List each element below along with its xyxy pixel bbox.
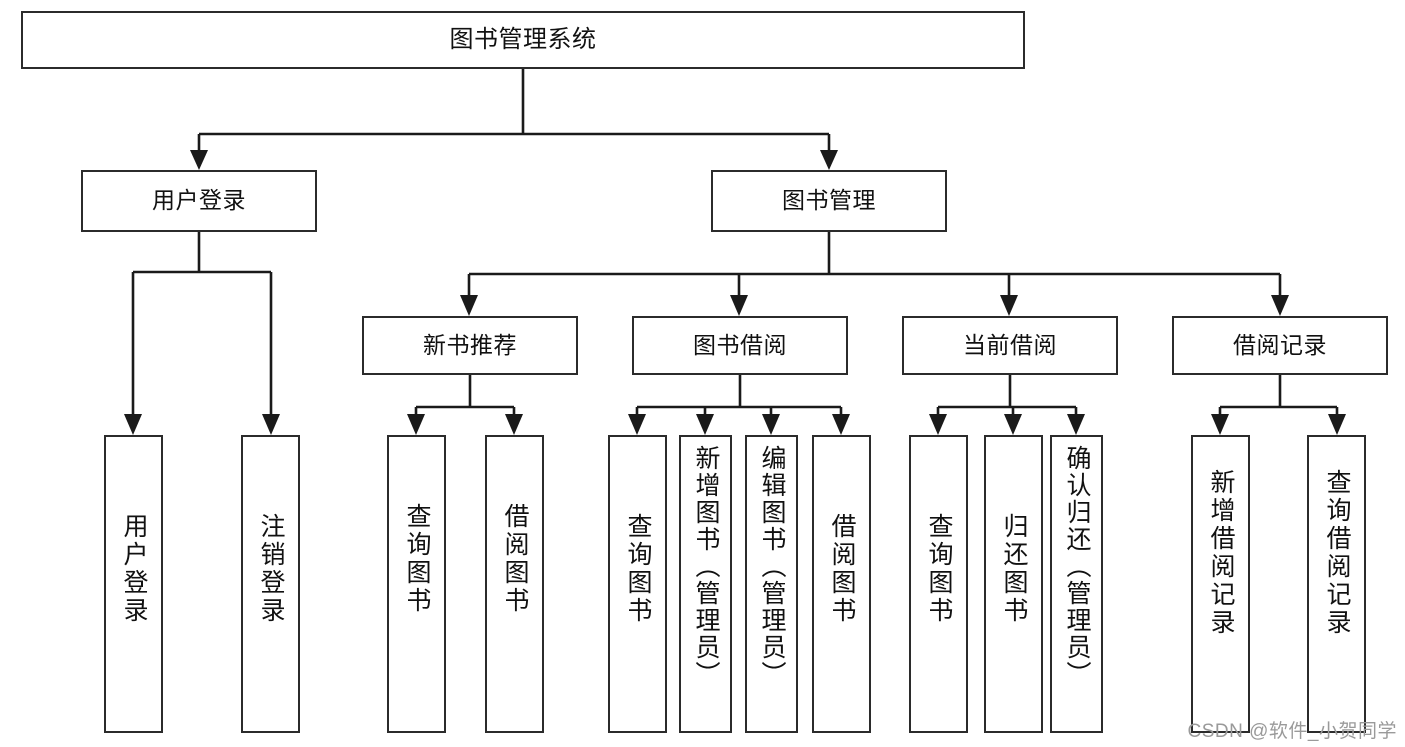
node-label: 借阅图书 bbox=[501, 503, 529, 615]
node-label: 图书管理 bbox=[782, 187, 876, 214]
node-label: 查询图书 bbox=[403, 503, 431, 615]
node-label: 新增图书（管理员） bbox=[692, 445, 720, 688]
node-label: 借阅图书 bbox=[828, 513, 856, 625]
node-label: 图书管理系统 bbox=[449, 25, 597, 53]
node-label: 用户登录 bbox=[152, 187, 246, 214]
node-current-borrow[interactable]: 当前借阅 bbox=[902, 316, 1118, 375]
node-label: 借阅记录 bbox=[1233, 331, 1327, 358]
csdn-watermark: CSDN @软件_小贺同学 bbox=[1187, 721, 1397, 742]
node-label: 查询图书 bbox=[624, 513, 652, 625]
node-label: 编辑图书（管理员） bbox=[758, 445, 786, 688]
node-label: 用户登录 bbox=[120, 513, 148, 625]
node-label: 注销登录 bbox=[257, 513, 285, 625]
node-borrow-record[interactable]: 借阅记录 bbox=[1172, 316, 1388, 375]
node-leaf-query-record[interactable]: 查询借阅记录 bbox=[1307, 435, 1366, 733]
node-leaf-add-record[interactable]: 新增借阅记录 bbox=[1191, 435, 1250, 733]
node-leaf-user-login[interactable]: 用户登录 bbox=[104, 435, 163, 733]
node-leaf-query-book-1[interactable]: 查询图书 bbox=[387, 435, 446, 733]
node-leaf-return-book[interactable]: 归还图书 bbox=[984, 435, 1043, 733]
node-label: 查询图书 bbox=[925, 513, 953, 625]
node-leaf-add-book[interactable]: 新增图书（管理员） bbox=[679, 435, 732, 733]
node-root-system[interactable]: 图书管理系统 bbox=[21, 11, 1025, 69]
node-label: 查询借阅记录 bbox=[1323, 469, 1351, 637]
node-label: 新增借阅记录 bbox=[1207, 469, 1235, 637]
node-leaf-borrow-book-1[interactable]: 借阅图书 bbox=[485, 435, 544, 733]
node-book-manage[interactable]: 图书管理 bbox=[711, 170, 947, 232]
node-user-login[interactable]: 用户登录 bbox=[81, 170, 317, 232]
node-label: 确认归还（管理员） bbox=[1063, 445, 1091, 688]
node-leaf-query-book-3[interactable]: 查询图书 bbox=[909, 435, 968, 733]
node-label: 当前借阅 bbox=[963, 331, 1057, 358]
node-leaf-query-book-2[interactable]: 查询图书 bbox=[608, 435, 667, 733]
node-label: 归还图书 bbox=[1000, 513, 1028, 625]
node-book-borrow[interactable]: 图书借阅 bbox=[632, 316, 848, 375]
node-leaf-confirm-return[interactable]: 确认归还（管理员） bbox=[1050, 435, 1103, 733]
node-leaf-edit-book[interactable]: 编辑图书（管理员） bbox=[745, 435, 798, 733]
node-new-book-recommend[interactable]: 新书推荐 bbox=[362, 316, 578, 375]
node-label: 新书推荐 bbox=[423, 331, 517, 358]
node-label: 图书借阅 bbox=[693, 331, 787, 358]
node-leaf-logout[interactable]: 注销登录 bbox=[241, 435, 300, 733]
node-leaf-borrow-book-2[interactable]: 借阅图书 bbox=[812, 435, 871, 733]
